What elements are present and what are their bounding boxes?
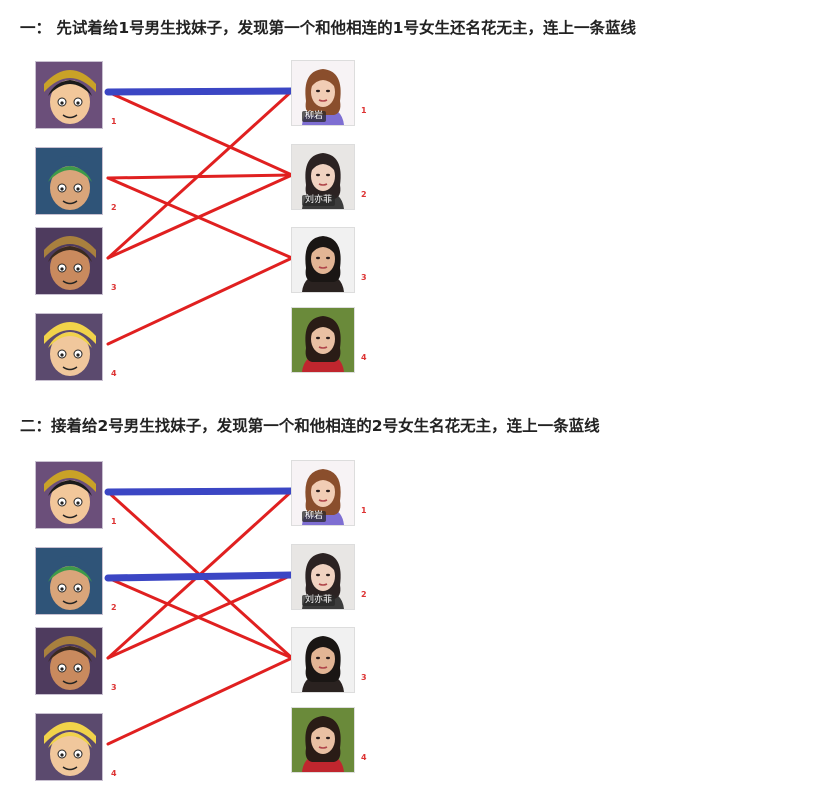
boy-avatar-1: [35, 61, 103, 129]
boy-number-label: 4: [111, 769, 117, 778]
girl-name-tag: 柳岩: [302, 111, 327, 122]
boy-avatar-2: [35, 547, 103, 615]
matched-edge-boy1-girl1: [104, 87, 296, 96]
girl-name-tag: 柳岩: [302, 511, 327, 522]
girl-photo-1: 柳岩: [291, 60, 355, 126]
girl-number-label: 3: [361, 273, 367, 282]
girl-number-label: 1: [361, 106, 367, 115]
boy-avatar-4: [35, 713, 103, 781]
step-one-edges: [104, 87, 296, 346]
girl-photo-2: 刘亦菲: [291, 144, 355, 210]
girl-number-label: 4: [361, 753, 367, 762]
girl-photo-4: [291, 307, 355, 373]
boy-number-label: 3: [111, 683, 117, 692]
boy-avatar-1: [35, 461, 103, 529]
candidate-edge-boy1-girl2: [106, 90, 294, 177]
matched-edge-boy2-girl2: [104, 571, 296, 582]
boy-avatar-3: [35, 227, 103, 295]
step-one-heading: 一： 先试着给1号男生找妹子，发现第一个和他相连的1号女生还名花无主，连上一条蓝…: [20, 19, 636, 37]
matched-edge-boy1-girl1: [104, 487, 296, 496]
boy-number-label: 1: [111, 517, 117, 526]
girl-number-label: 4: [361, 353, 367, 362]
girl-photo-1: 柳岩: [291, 460, 355, 526]
boy-number-label: 2: [111, 603, 117, 612]
candidate-edge-boy3-girl2: [106, 573, 294, 660]
boy-number-label: 1: [111, 117, 117, 126]
boy-number-label: 3: [111, 283, 117, 292]
boy-avatar-2: [35, 147, 103, 215]
boy-number-label: 4: [111, 369, 117, 378]
girl-name-tag: 刘亦菲: [302, 595, 336, 606]
girl-name-tag: 刘亦菲: [302, 195, 336, 206]
girl-photo-4: [291, 707, 355, 773]
candidate-edge-boy4-girl3: [106, 656, 294, 746]
candidate-edge-boy3-girl2: [106, 173, 294, 260]
candidate-edge-boy4-girl3: [106, 256, 294, 346]
girl-photo-3: [291, 627, 355, 693]
boy-avatar-3: [35, 627, 103, 695]
girl-number-label: 2: [361, 590, 367, 599]
step-two-heading: 二：接着给2号男生找妹子，发现第一个和他相连的2号女生名花无主，连上一条蓝线: [20, 417, 600, 435]
girl-number-label: 2: [361, 190, 367, 199]
boy-avatar-4: [35, 313, 103, 381]
step-one-graph: 1 2 3 4 柳岩 1: [0, 55, 838, 395]
girl-number-label: 3: [361, 673, 367, 682]
girl-photo-2: 刘亦菲: [291, 544, 355, 610]
candidate-edge-boy3-girl1: [106, 89, 294, 260]
boy-number-label: 2: [111, 203, 117, 212]
step-two-graph: 1 2 3 4 柳岩 1: [0, 455, 838, 795]
girl-photo-3: [291, 227, 355, 293]
girl-number-label: 1: [361, 506, 367, 515]
step-two-edges: [104, 487, 296, 746]
